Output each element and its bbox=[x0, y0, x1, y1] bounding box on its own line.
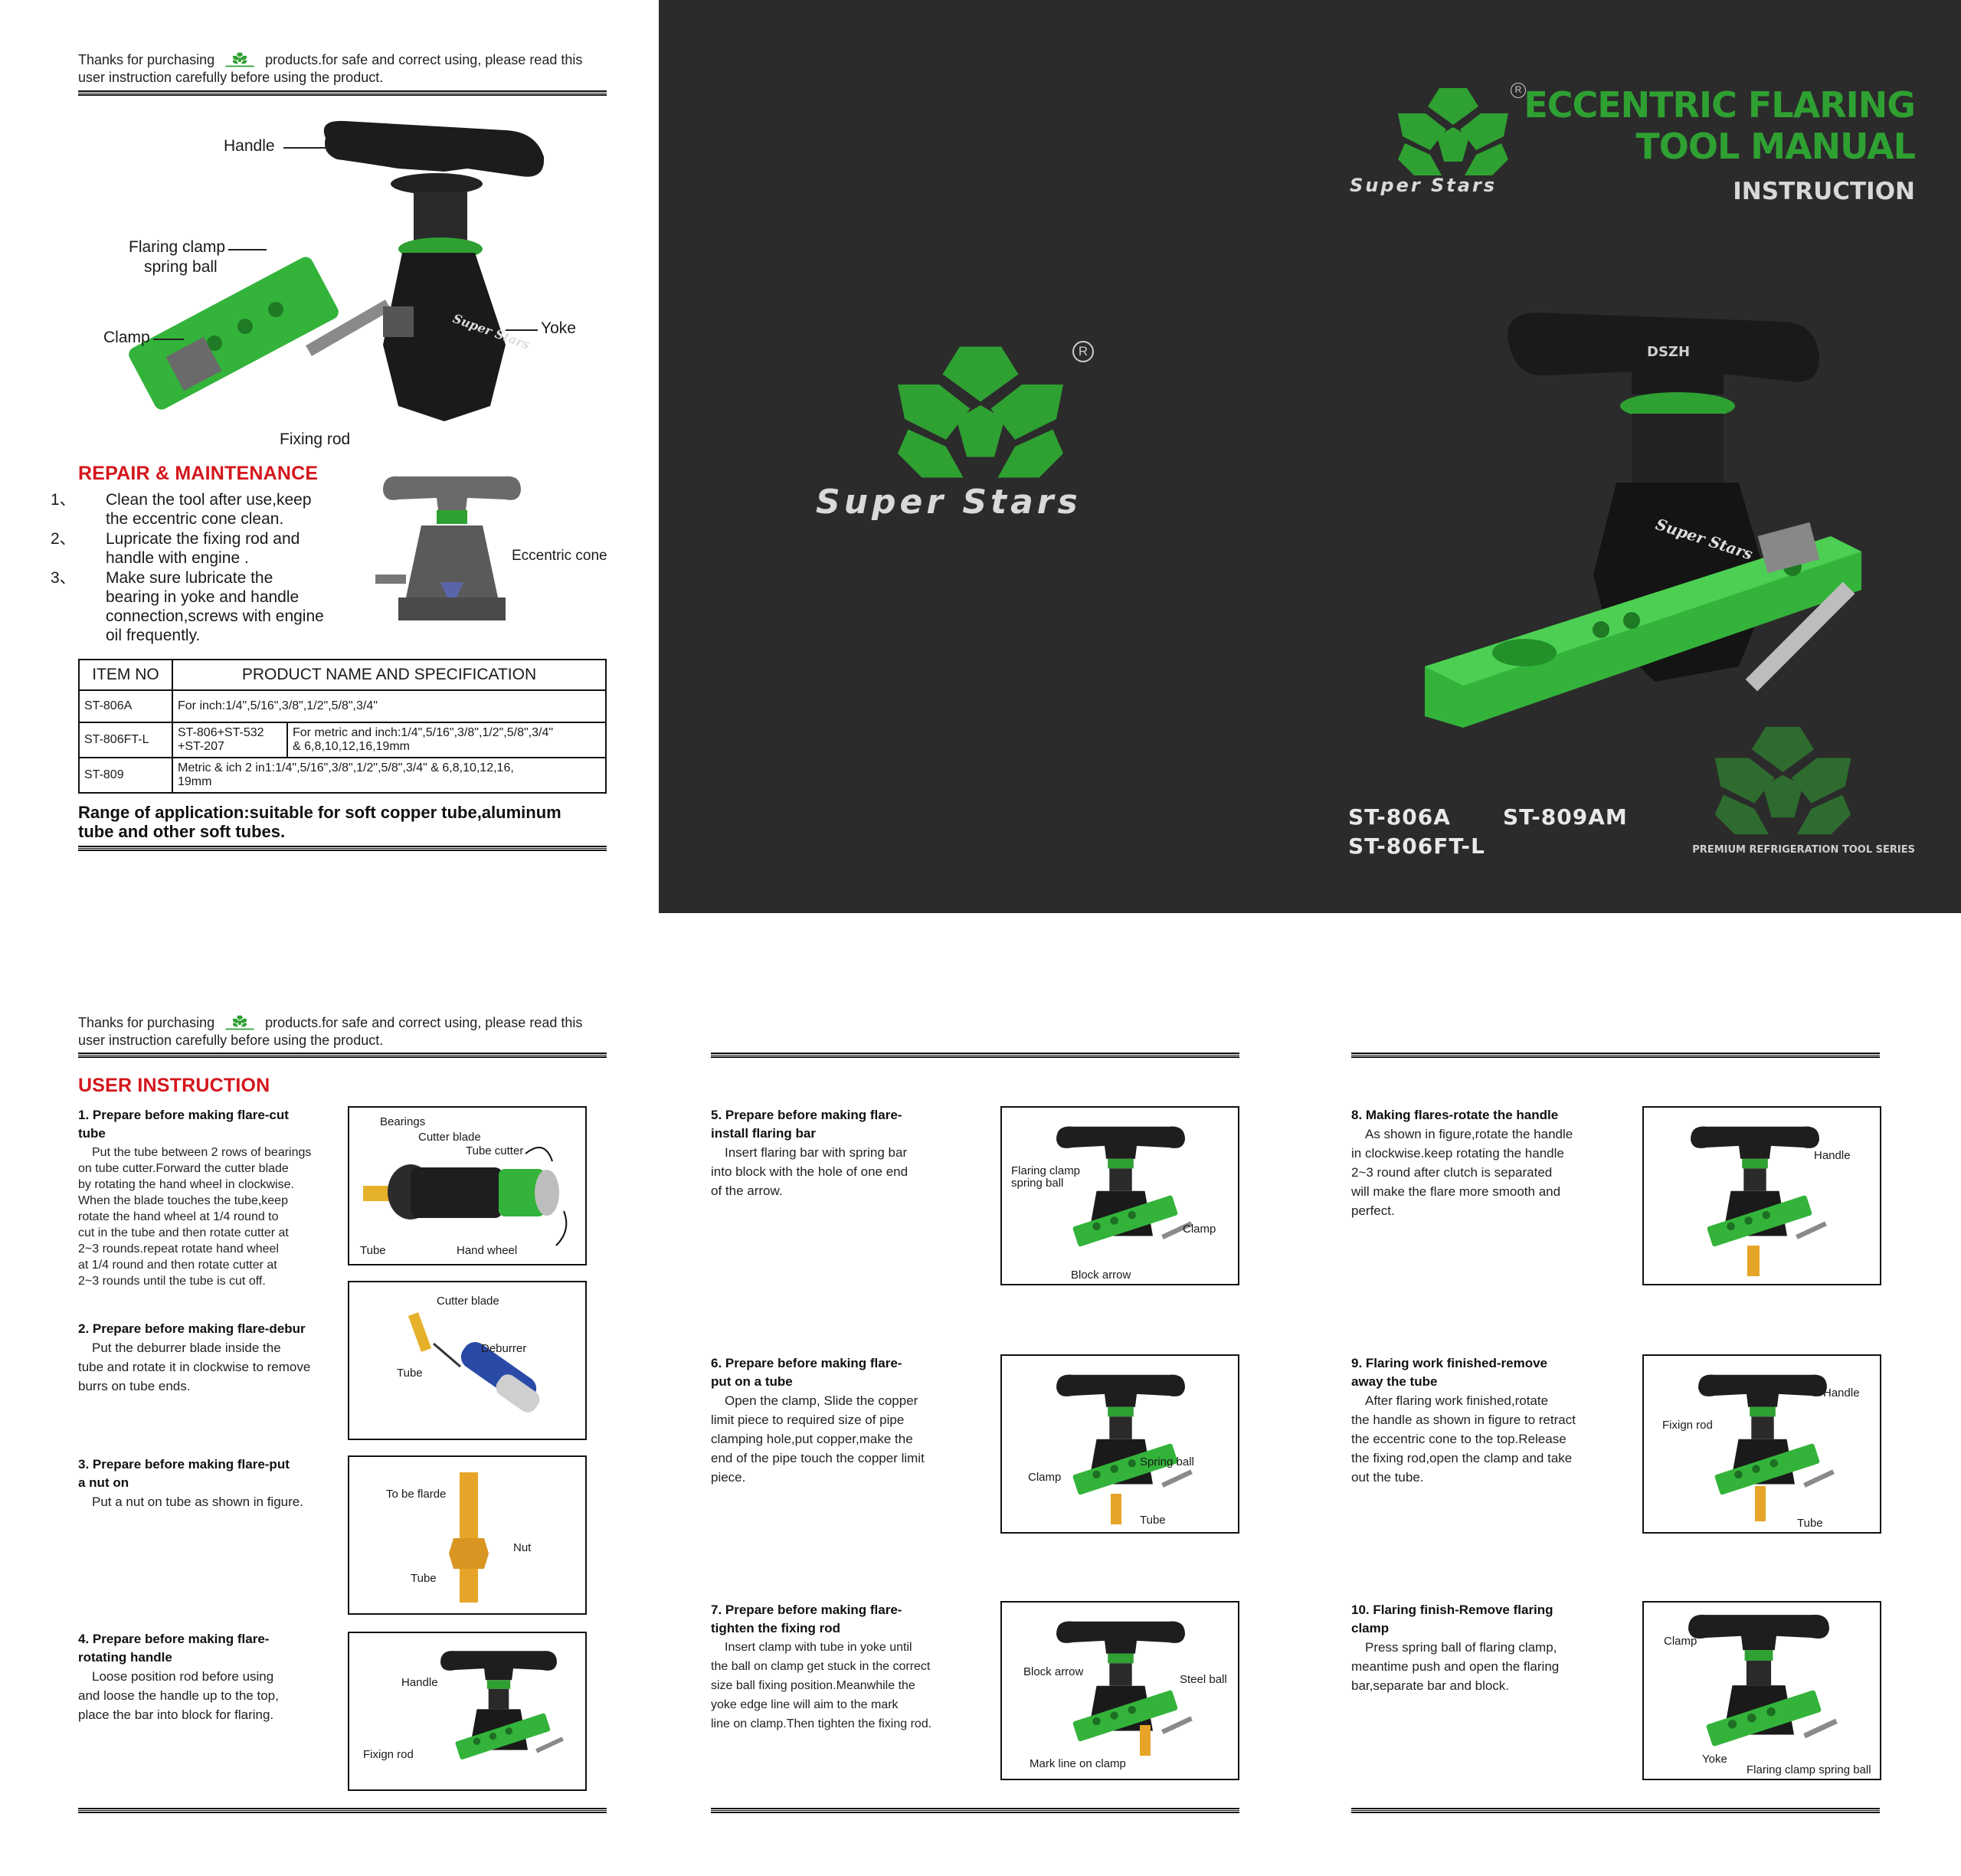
intro-line2: user instruction carefully before using … bbox=[78, 70, 384, 86]
brand-logo-small bbox=[1396, 86, 1511, 178]
leader-yoke bbox=[506, 329, 538, 331]
back-cover: R Super Stars bbox=[659, 0, 1302, 913]
step-7: 7. Prepare before making flare-tighten t… bbox=[711, 1603, 932, 1730]
watermark-logo bbox=[1712, 724, 1854, 837]
cover-title-2: TOOL MANUAL bbox=[1635, 126, 1916, 167]
intro-text-2: Thanks for purchasing products.for safe … bbox=[78, 1015, 583, 1049]
table-row: ST-806A For inch:1/4",5/16",3/8",1/2",5/… bbox=[78, 689, 607, 723]
row3-item: ST-809 bbox=[78, 757, 173, 794]
label-yoke: Yoke bbox=[541, 319, 576, 337]
spec-table-header: ITEM NO PRODUCT NAME AND SPECIFICATION bbox=[78, 659, 607, 691]
intro-before: Thanks for purchasing bbox=[78, 52, 215, 67]
model-st-809am: ST-809AM bbox=[1503, 804, 1628, 830]
label-flaring-clamp-2: spring ball bbox=[144, 258, 218, 276]
figure-2-deburrer: Cutter blade Deburrer Tube bbox=[348, 1281, 587, 1440]
range-of-application: Range of application:suitable for soft c… bbox=[78, 803, 561, 841]
spec-table: ITEM NO PRODUCT NAME AND SPECIFICATION S… bbox=[78, 659, 607, 794]
intro-text: Thanks for purchasing products.for safe … bbox=[78, 51, 614, 86]
figure-8-rotate-handle: Handle bbox=[1642, 1106, 1881, 1285]
page-user-instruction-1: Thanks for purchasing products.for safe … bbox=[0, 913, 659, 1876]
leader-clamp bbox=[153, 339, 184, 340]
cover-title-3: INSTRUCTION bbox=[1733, 178, 1915, 205]
repair-heading: REPAIR & MAINTENANCE bbox=[78, 463, 319, 484]
rule-f-top bbox=[1351, 1053, 1880, 1058]
figure-5-install-bar: Flaring clamp spring ball Clamp Block ar… bbox=[1000, 1106, 1239, 1285]
model-st-806ft-l: ST-806FT-L bbox=[1348, 833, 1485, 859]
front-cover: R Super Stars ECCENTRIC FLARING TOOL MAN… bbox=[1302, 0, 1961, 913]
step-8: 8. Making flares-rotate the handle As sh… bbox=[1351, 1108, 1573, 1218]
label-clamp: Clamp bbox=[103, 329, 150, 346]
step-6: 6. Prepare before making flare-put on a … bbox=[711, 1356, 925, 1485]
label-fixing-rod: Fixing rod bbox=[280, 431, 351, 448]
label-flaring-clamp-1: Flaring clamp bbox=[129, 238, 226, 256]
tool-overview-illustration: Super Stars bbox=[129, 120, 545, 421]
rule-d-bottom bbox=[78, 1808, 607, 1813]
registered-mark: R bbox=[1072, 341, 1094, 362]
row3-spec: Metric & ich 2 in1:1/4",5/16",3/8",1/2",… bbox=[172, 757, 607, 794]
model-st-806a: ST-806A bbox=[1348, 804, 1451, 830]
col-spec: PRODUCT NAME AND SPECIFICATION bbox=[172, 659, 607, 691]
registered-mark-small: R bbox=[1511, 83, 1526, 98]
figure-3-nut: To be flarde Nut Tube bbox=[348, 1455, 587, 1615]
figure-10-remove-clamp: Clamp Yoke Flaring clamp spring ball bbox=[1642, 1601, 1881, 1780]
row1-spec: For inch:1/4",5/16",3/8",1/2",5/8",3/4" bbox=[172, 689, 607, 723]
brand-name-large: Super Stars bbox=[816, 483, 1082, 522]
figure-7-tighten-rod: Block arrow Steel ball Mark line on clam… bbox=[1000, 1601, 1239, 1780]
step-2: 2. Prepare before making flare-debur Put… bbox=[78, 1321, 311, 1393]
col-item-no: ITEM NO bbox=[78, 659, 173, 691]
brand-mini-logo bbox=[225, 52, 254, 67]
step-4: 4. Prepare before making flare-rotating … bbox=[78, 1632, 279, 1722]
label-handle: Handle bbox=[224, 137, 275, 155]
step-5: 5. Prepare before making flare-install f… bbox=[711, 1108, 908, 1198]
flaring-tool-photo: DSZH Super Stars bbox=[1425, 313, 1861, 728]
rule-d-top bbox=[78, 1053, 607, 1058]
brand-logo-large bbox=[892, 343, 1069, 481]
leader-handle bbox=[283, 147, 329, 149]
series-tagline: PREMIUM REFRIGERATION TOOL SERIES bbox=[1692, 844, 1915, 856]
user-instruction-heading: USER INSTRUCTION bbox=[78, 1075, 270, 1096]
row2-item: ST-806FT-L bbox=[78, 722, 173, 758]
page-user-instruction-2: 5. Prepare before making flare-install f… bbox=[659, 913, 1302, 1876]
rule-e-top bbox=[711, 1053, 1239, 1058]
intro-after: products.for safe and correct using, ple… bbox=[265, 52, 583, 67]
page-overview: Thanks for purchasing products.for safe … bbox=[0, 0, 659, 913]
top-rule bbox=[78, 90, 607, 96]
leader-flaring-clamp bbox=[228, 249, 267, 250]
rule-f-bottom bbox=[1351, 1808, 1880, 1813]
cover-title-1: ECCENTRIC FLARING bbox=[1524, 84, 1916, 126]
row2-spec: For metric and inch:1/4",5/16",3/8",1/2"… bbox=[286, 722, 607, 758]
figure-1-tube-cutter: Bearings Cutter blade Tube cutter Tube H… bbox=[348, 1106, 587, 1265]
table-row: ST-806FT-L ST-806+ST-532+ST-207 For metr… bbox=[78, 722, 607, 758]
brand-name-small: Super Stars bbox=[1350, 175, 1498, 196]
table-row: ST-809 Metric & ich 2 in1:1/4",5/16",3/8… bbox=[78, 757, 607, 794]
handle-brand-mark: DSZH bbox=[1647, 344, 1690, 360]
row1-item: ST-806A bbox=[78, 689, 173, 723]
rule-e-bottom bbox=[711, 1808, 1239, 1813]
figure-9-remove-tube: Handle Fixign rod Tube bbox=[1642, 1354, 1881, 1534]
label-eccentric-cone: Eccentric cone bbox=[512, 548, 607, 564]
brand-mini-logo-2 bbox=[225, 1015, 254, 1030]
eccentric-cone-illustration bbox=[375, 476, 521, 620]
row2-parts: ST-806+ST-532+ST-207 bbox=[172, 722, 288, 758]
bottom-rule bbox=[78, 846, 607, 851]
figure-4-rotating-handle: Handle Fixign rod bbox=[348, 1632, 587, 1791]
page-user-instruction-3: 8. Making flares-rotate the handle As sh… bbox=[1302, 913, 1961, 1876]
figure-6-put-tube: Spring ball Clamp Tube bbox=[1000, 1354, 1239, 1534]
